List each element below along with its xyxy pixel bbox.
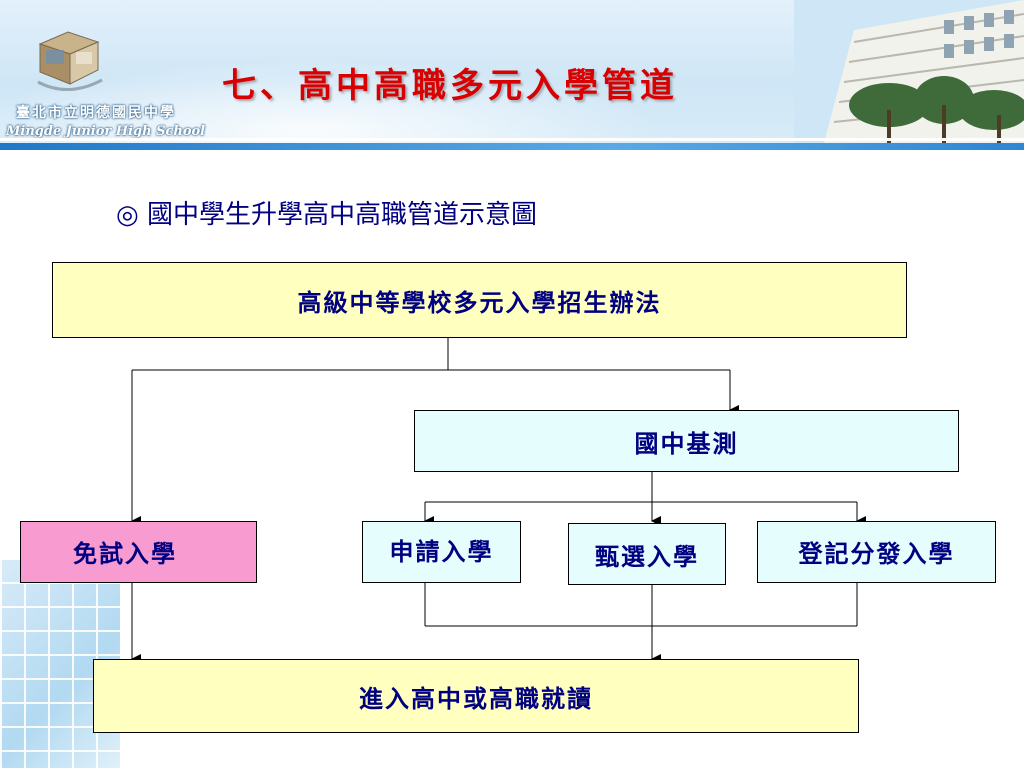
box-basic-competence-test: 國中基測 <box>414 410 959 472</box>
school-building-image <box>794 0 1024 143</box>
slide-header: 臺北市立明德國民中學 Mingde Junior High School <box>0 0 1024 150</box>
school-logo-icon <box>37 31 103 92</box>
box-enter-high-school: 進入高中或高職就讀 <box>93 659 859 733</box>
box-exempt-admission: 免試入學 <box>20 521 257 583</box>
header-stripe-blue <box>0 143 1024 150</box>
slide-title: 七、高中高職多元入學管道 <box>222 66 678 106</box>
diagram-subtitle: ◎ 國中學生升學高中高職管道示意圖 <box>116 200 537 230</box>
box-admission-regulations: 高級中等學校多元入學招生辦法 <box>52 262 907 338</box>
box-application-admission: 申請入學 <box>362 521 521 583</box>
school-name-cn: 臺北市立明德國民中學 <box>16 105 176 121</box>
box-selection-admission: 甄選入學 <box>568 523 726 585</box>
box-registration-admission: 登記分發入學 <box>757 521 996 583</box>
school-name-en: Mingde Junior High School <box>6 124 206 139</box>
header-stripe-white <box>0 138 1024 141</box>
